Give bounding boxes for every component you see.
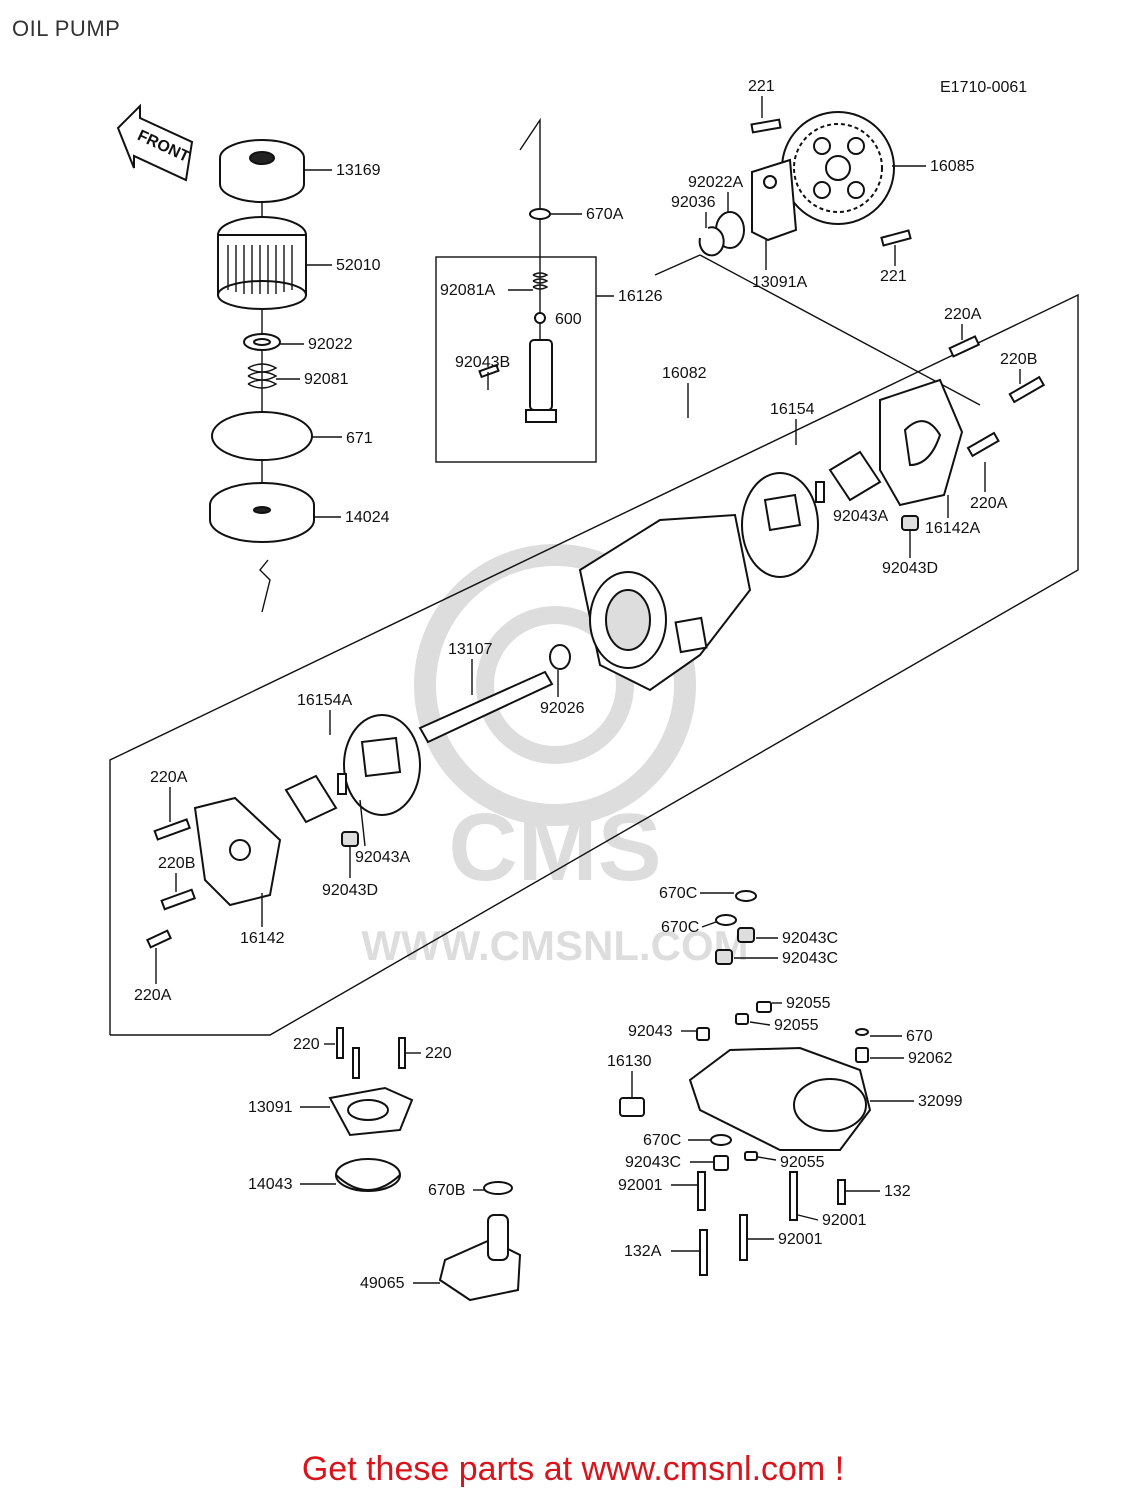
part-label-14024: 14024 — [345, 509, 390, 526]
part-label-132A: 132A — [624, 1243, 662, 1260]
part-label-600: 600 — [555, 311, 582, 328]
part-label-92062: 92062 — [908, 1050, 953, 1067]
part-label-16085: 16085 — [930, 158, 975, 175]
part-label-16154A: 16154A — [297, 692, 352, 709]
part-label-13107: 13107 — [448, 641, 493, 658]
part-label-220-right: 220 — [425, 1045, 452, 1062]
part-label-670: 670 — [906, 1028, 933, 1045]
part-label-92026: 92026 — [540, 700, 585, 717]
part-label-92001-b: 92001 — [822, 1212, 867, 1229]
part-label-14043: 14043 — [248, 1176, 293, 1193]
part-label-220-left: 220 — [293, 1036, 320, 1053]
part-label-92043D-right: 92043D — [882, 560, 938, 577]
part-label-220A-left: 220A — [150, 769, 188, 786]
part-label-13169: 13169 — [336, 162, 381, 179]
part-label-16154: 16154 — [770, 401, 815, 418]
part-label-92081: 92081 — [304, 371, 349, 388]
part-label-92043C-b: 92043C — [782, 950, 838, 967]
part-label-92022: 92022 — [308, 336, 353, 353]
part-label-92001-c: 92001 — [778, 1231, 823, 1248]
part-label-221-top: 221 — [748, 78, 775, 95]
part-label-92043A-right: 92043A — [833, 508, 888, 525]
part-label-92055-b: 92055 — [774, 1017, 819, 1034]
parts-shop-link[interactable]: Get these parts at www.cmsnl.com ! — [301, 1450, 845, 1488]
part-label-670B: 670B — [428, 1182, 465, 1199]
part-label-32099: 32099 — [918, 1093, 963, 1110]
part-label-92055-c: 92055 — [780, 1154, 825, 1171]
filter-assembly — [209, 139, 315, 613]
part-label-221-right: 221 — [880, 268, 907, 285]
part-label-16142: 16142 — [240, 930, 285, 947]
part-label-16082: 16082 — [662, 365, 707, 382]
relief-valve-group — [435, 117, 597, 463]
part-label-49065: 49065 — [360, 1275, 405, 1292]
part-label-92043B: 92043B — [455, 354, 510, 371]
rotor-group-left — [146, 714, 421, 949]
part-label-92043C-c: 92043C — [625, 1154, 681, 1171]
part-label-92036: 92036 — [671, 194, 716, 211]
pump-body — [578, 513, 752, 692]
rotor-group-right — [741, 335, 1046, 578]
part-label-670A: 670A — [586, 206, 624, 223]
part-label-52010: 52010 — [336, 257, 381, 274]
drive-gear-group — [654, 111, 981, 406]
part-label-92055-a: 92055 — [786, 995, 831, 1012]
figure-code: E1710-0061 — [940, 79, 1027, 96]
front-direction-arrow: FRONT — [116, 103, 194, 182]
part-label-132: 132 — [884, 1183, 911, 1200]
page-title: OIL PUMP — [12, 16, 121, 41]
part-label-92043C-a: 92043C — [782, 930, 838, 947]
part-label-220B-left: 220B — [158, 855, 195, 872]
part-label-671: 671 — [346, 430, 373, 447]
part-label-670C-b: 670C — [661, 919, 699, 936]
main-body-bracket — [109, 293, 1079, 1036]
part-label-16126: 16126 — [618, 288, 663, 305]
part-label-16142A: 16142A — [925, 520, 980, 537]
part-label-13091: 13091 — [248, 1099, 293, 1116]
part-label-92043A-left: 92043A — [355, 849, 410, 866]
part-label-16130: 16130 — [607, 1053, 652, 1070]
part-label-220A-bottom: 220A — [134, 987, 172, 1004]
part-label-220A-right: 220A — [970, 495, 1008, 512]
part-label-220A-top: 220A — [944, 306, 982, 323]
part-label-220B-top: 220B — [1000, 351, 1037, 368]
part-label-670C-c: 670C — [643, 1132, 681, 1149]
part-label-92022A: 92022A — [688, 174, 743, 191]
part-label-13091A: 13091A — [752, 274, 807, 291]
part-label-92043: 92043 — [628, 1023, 673, 1040]
lower-left-parts — [328, 1027, 522, 1302]
part-labels: 13169 52010 92022 92081 671 14024 670A 9… — [134, 78, 1037, 1292]
lower-right-housing — [619, 890, 872, 1276]
part-label-670C-a: 670C — [659, 885, 697, 902]
part-label-92001-a: 92001 — [618, 1177, 663, 1194]
part-label-92081A: 92081A — [440, 282, 495, 299]
pump-shaft — [418, 644, 571, 744]
part-label-92043D-left: 92043D — [322, 882, 378, 899]
